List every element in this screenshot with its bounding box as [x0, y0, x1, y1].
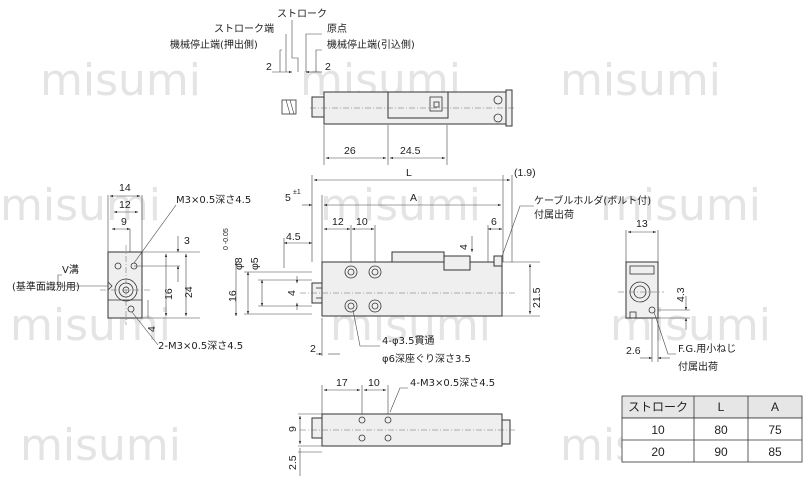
dim-4-left: 4: [146, 326, 158, 332]
dim-24-5: 24.5: [400, 145, 421, 157]
dim-10-bottom: 10: [368, 377, 380, 389]
dim-5-tol: ±1: [293, 189, 301, 196]
label-v-groove-sub: (基準面識別用): [12, 280, 80, 293]
dim-4-top: 4: [458, 244, 470, 250]
dim-12-front: 12: [332, 216, 344, 228]
svg-text:misumi: misumi: [600, 180, 761, 231]
dim-1-9: (1.9): [514, 167, 536, 179]
table-header-L: L: [718, 400, 725, 414]
left-view: 14 12 9 M3×0.5深さ4.5 V溝 (基準面識別用) 2-M3×0.5…: [12, 182, 251, 352]
dim-phi5: φ5: [249, 257, 261, 270]
dim-12: 12: [119, 199, 131, 211]
svg-text:misumi: misumi: [320, 180, 481, 231]
dim-4-5: 4.5: [286, 231, 301, 243]
svg-text:misumi: misumi: [0, 180, 161, 231]
label-cable-holder: ケーブルホルダ(ボルト付): [534, 194, 651, 207]
dim-2-5-bottom: 2.5: [287, 455, 299, 470]
dim-2-6: 2.6: [626, 345, 641, 357]
bottom-view: 17 10 4-M3×0.5深さ4.5 9 2.5: [287, 377, 515, 476]
dim-9: 9: [121, 216, 127, 228]
dim-phi8: φ8: [233, 257, 245, 270]
table-cell: 85: [768, 445, 782, 459]
dim-9-bottom: 9: [287, 426, 299, 432]
table-cell: 75: [768, 423, 782, 437]
dim-3: 3: [184, 235, 190, 247]
label-m3-bottom: 2-M3×0.5深さ4.5: [158, 340, 243, 352]
label-v-groove: V溝: [62, 263, 79, 276]
svg-text:misumi: misumi: [560, 55, 721, 106]
top-view: ストローク ストローク端 原点 機械停止端(押出側) 機械停止端(引込側) 2 …: [170, 8, 516, 165]
label-hole-thru: 4-φ3.5貫通: [382, 335, 434, 347]
label-stroke-end: ストローク端: [214, 22, 274, 35]
label-m3-bottom-view: 4-M3×0.5深さ4.5: [410, 377, 495, 389]
label-stroke: ストローク: [277, 8, 327, 20]
dim-24: 24: [183, 286, 195, 298]
table-cell: 10: [651, 423, 665, 437]
label-fg-attached: 付属出荷: [678, 360, 718, 373]
dim-right-2: 2: [325, 61, 331, 73]
dim-phi8-tol: 0 -0.05: [223, 228, 230, 250]
dim-26: 26: [344, 145, 356, 157]
dim-A: A: [410, 192, 417, 204]
dim-5: 5: [285, 192, 291, 204]
label-hole-cbore: φ6深座ぐり深さ3.5: [382, 352, 471, 365]
dim-16-front: 16: [227, 290, 239, 302]
label-m3-top: M3×0.5深さ4.5: [176, 194, 251, 206]
label-mech-stop-push: 機械停止端(押出側): [170, 38, 258, 51]
table-cell: 20: [651, 445, 665, 459]
label-mech-stop-pull: 機械停止端(引込側): [327, 38, 415, 51]
spec-table: ストローク L A 10 80 75 20 90 85: [621, 395, 803, 463]
dim-17: 17: [336, 377, 348, 389]
label-cable-attached: 付属出荷: [534, 208, 574, 221]
table-header-stroke: ストローク: [628, 400, 688, 414]
dim-2-front: 2: [310, 343, 316, 355]
svg-text:misumi: misumi: [40, 55, 201, 106]
right-view: 13 4.3 2.6 F.G.用小ねじ 付属出荷: [618, 218, 736, 373]
dim-4-3: 4.3: [675, 287, 687, 302]
dim-4-mid: 4: [286, 290, 298, 296]
dim-L: L: [406, 167, 412, 179]
table-header-A: A: [771, 400, 779, 414]
dim-13: 13: [636, 218, 648, 230]
table-cell: 90: [714, 445, 728, 459]
dim-6: 6: [491, 216, 497, 228]
front-view: L (1.9) A 5 ±1 12 10 6 4.5 ケーブルホルダ(ボルト付)…: [223, 167, 651, 365]
svg-text:misumi: misumi: [10, 300, 171, 351]
dim-left-2: 2: [266, 61, 272, 73]
label-origin: 原点: [327, 23, 347, 35]
dim-14: 14: [119, 182, 131, 194]
table-cell: 80: [714, 423, 728, 437]
label-fg-screw: F.G.用小ねじ: [678, 343, 736, 355]
dim-21-5: 21.5: [531, 287, 543, 308]
dim-10-front: 10: [356, 216, 368, 228]
dim-16: 16: [163, 288, 175, 300]
svg-text:misumi: misumi: [20, 420, 181, 471]
